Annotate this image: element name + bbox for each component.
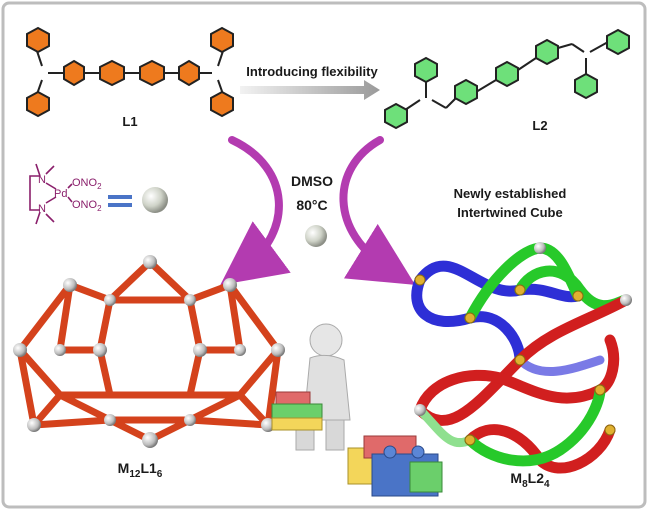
cube-caption-line1: Newly established [454, 186, 567, 201]
equals-bar-top [108, 195, 132, 199]
pd-ono2-bottom: ONO2 [72, 199, 102, 213]
pyridine-ring-icon [26, 90, 50, 118]
ligand-l2: L2 [384, 28, 630, 133]
benzene-ring-icon [139, 59, 165, 87]
pyridine-ring-icon [414, 56, 438, 84]
pyridine-ring-icon [26, 26, 50, 54]
m12l16-cage: M12L16 [13, 255, 285, 480]
pd-ono2-top: ONO2 [72, 177, 102, 191]
temperature-label: 80°C [296, 197, 327, 213]
solvent-label: DMSO [291, 173, 333, 189]
equals-bar-bottom [108, 203, 132, 207]
pyridine-ring-icon [210, 26, 234, 54]
pd-metal: Pd [54, 188, 67, 200]
m12l16-formula: M12L16 [118, 460, 163, 480]
palladium-sphere-icon [305, 225, 327, 247]
pd-n-bottom: N [38, 203, 46, 215]
curved-arrow-icon [339, 136, 416, 285]
pyridine-ring-icon [384, 102, 408, 130]
m8l24-formula: M8L24 [510, 470, 550, 490]
cube-caption-line2: Intertwined Cube [457, 205, 562, 220]
pd-complex: N N Pd ONO2 ONO2 = [29, 163, 168, 225]
benzene-ring-icon [535, 38, 559, 66]
l2-label: L2 [532, 118, 547, 133]
benzene-ring-icon [454, 78, 478, 106]
palladium-sphere-icon [142, 187, 168, 213]
pd-n-top: N [38, 174, 46, 186]
flexibility-label: Introducing flexibility [246, 64, 378, 79]
benzene-ring-icon [178, 59, 200, 87]
m8l24-cube: M8L24 [411, 242, 632, 490]
pyridine-ring-icon [606, 28, 630, 56]
pyridine-ring-icon [210, 90, 234, 118]
curved-arrow-icon [220, 136, 291, 286]
l1-label: L1 [122, 114, 137, 129]
benzene-ring-icon [99, 59, 125, 87]
pyridine-ring-icon [574, 72, 598, 100]
benzene-ring-icon [63, 59, 85, 87]
benzene-ring-icon [495, 60, 519, 88]
flexibility-arrow: Introducing flexibility [240, 64, 380, 100]
ligand-l1: L1 [26, 26, 234, 129]
lego-figure-icon [271, 323, 443, 497]
